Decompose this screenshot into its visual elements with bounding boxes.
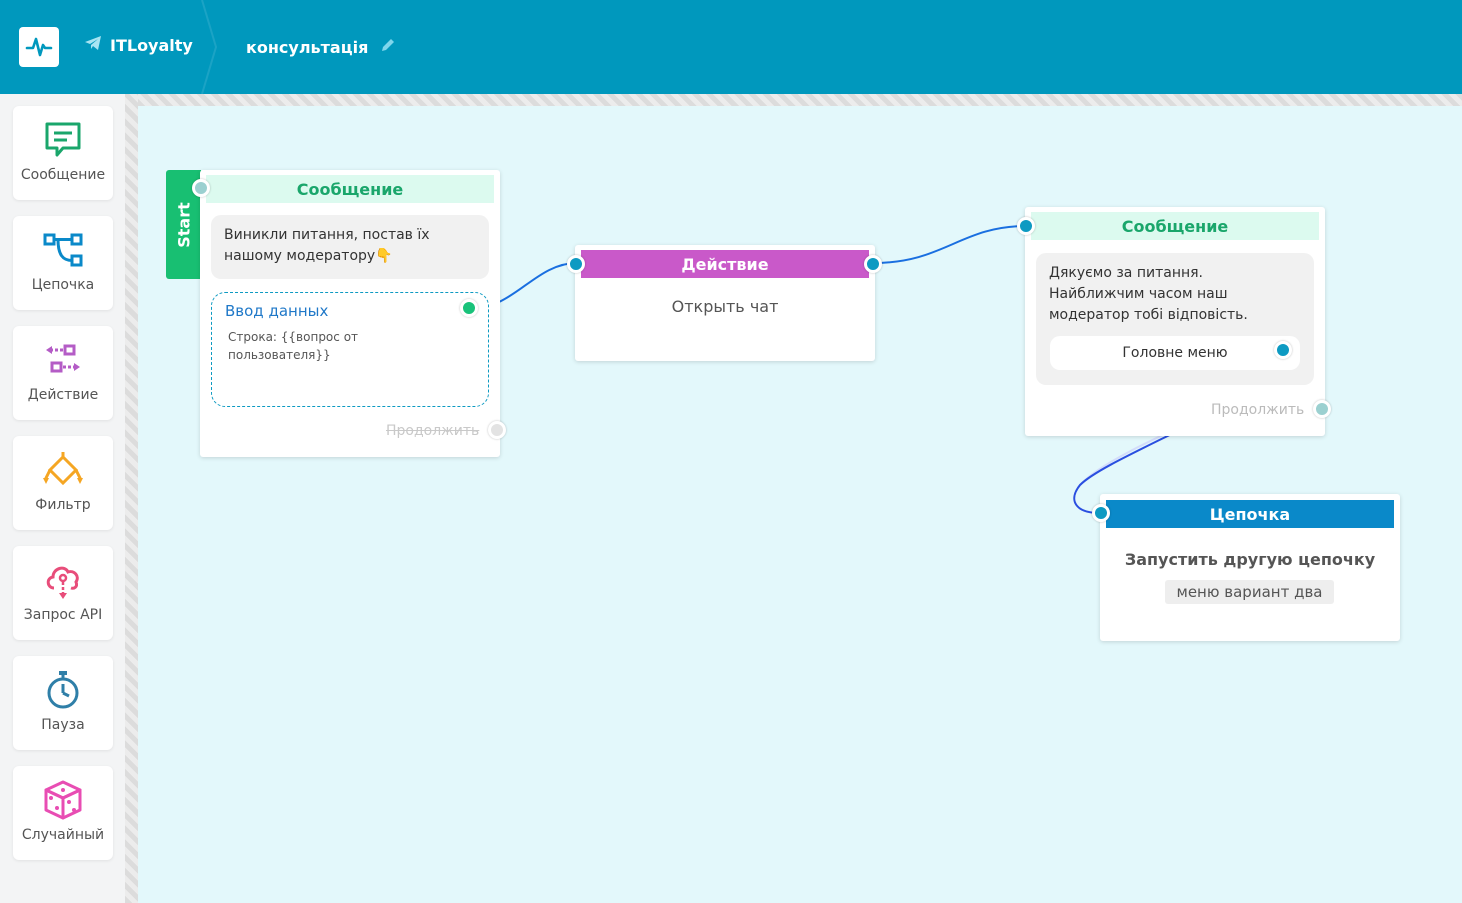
sidebar-item-random[interactable]: Случайный [13, 766, 113, 860]
sidebar-item-label: Действие [27, 387, 99, 403]
sidebar-item-filter[interactable]: Фильтр [13, 436, 113, 530]
sidebar-item-pause[interactable]: Пауза [13, 656, 113, 750]
telegram-icon [84, 35, 102, 55]
input-port[interactable] [1092, 504, 1110, 522]
sidebar-item-action[interactable]: Действие [13, 326, 113, 420]
node-action[interactable]: Действие Открыть чат [575, 245, 875, 361]
pencil-icon[interactable] [380, 37, 396, 57]
api-icon [46, 566, 79, 599]
continue-port[interactable] [1313, 400, 1331, 418]
input-output-port[interactable] [460, 299, 478, 317]
start-label: Start [174, 201, 193, 248]
sidebar-item-label: Фильтр [35, 497, 91, 513]
breadcrumb-separator [201, 0, 218, 94]
main-menu-button[interactable]: Головне меню [1050, 336, 1300, 370]
sidebar-item-label: Запрос API [23, 607, 103, 623]
output-port[interactable] [864, 255, 882, 273]
node-title: Сообщение [1031, 212, 1319, 240]
flow-title-text: консультація [246, 37, 369, 57]
chain-icon [43, 233, 83, 267]
input-port[interactable] [567, 255, 585, 273]
action-icon [46, 344, 80, 373]
data-input-title: Ввод данных [225, 302, 329, 320]
button-output-port[interactable] [1274, 341, 1292, 359]
canvas-border-left [125, 94, 138, 903]
flow-title[interactable]: консультація [246, 37, 396, 57]
node-title: Действие [581, 250, 869, 278]
sidebar-item-label: Случайный [21, 827, 105, 843]
sidebar-item-label: Цепочка [31, 277, 95, 293]
top-bar: ITLoyalty консультація [0, 0, 1462, 94]
bot-selector[interactable]: ITLoyalty [84, 35, 193, 55]
sidebar-item-label: Пауза [41, 717, 85, 733]
canvas-border-top [138, 94, 1462, 106]
dice-icon [44, 780, 82, 820]
input-port[interactable] [192, 179, 210, 197]
node-title: Сообщение [206, 175, 494, 203]
filter-icon [43, 452, 83, 486]
message-text: Дякуємо за питання. Найближчим часом наш… [1049, 265, 1248, 323]
bot-name: ITLoyalty [110, 35, 193, 55]
node-message-start[interactable]: Сообщение Виникли питання, постав їх наш… [200, 170, 500, 457]
node-message[interactable]: Сообщение Дякуємо за питання. Найближчим… [1025, 207, 1325, 436]
sidebar-item-api[interactable]: Запрос API [13, 546, 113, 640]
message-bubble[interactable]: Виникли питання, постав їх нашому модера… [211, 215, 489, 279]
stopwatch-icon [47, 671, 79, 709]
sidebar: Сообщение Цепочка Действие Фильтр [0, 94, 125, 903]
sidebar-item-chain[interactable]: Цепочка [13, 216, 113, 310]
data-input-variable: Строка: {{вопрос от пользователя}} [228, 330, 359, 362]
chain-text: Запустить другую цепочку [1124, 550, 1376, 569]
action-text: Открыть чат [671, 297, 779, 316]
continue-label: Продолжить [1211, 402, 1305, 418]
sidebar-item-label: Сообщение [20, 167, 106, 183]
continue-port[interactable] [488, 421, 506, 439]
data-input-block[interactable]: Ввод данных Строка: {{вопрос от пользова… [211, 292, 489, 407]
chain-tag: меню вариант два [1165, 580, 1334, 604]
node-title: Цепочка [1106, 500, 1394, 528]
pulse-icon[interactable] [19, 27, 59, 67]
continue-label: Продолжить [386, 423, 480, 439]
sidebar-item-message[interactable]: Сообщение [13, 106, 113, 200]
node-chain[interactable]: Цепочка Запустить другую цепочку меню ва… [1100, 494, 1400, 641]
input-port[interactable] [1017, 217, 1035, 235]
message-icon [45, 122, 81, 157]
